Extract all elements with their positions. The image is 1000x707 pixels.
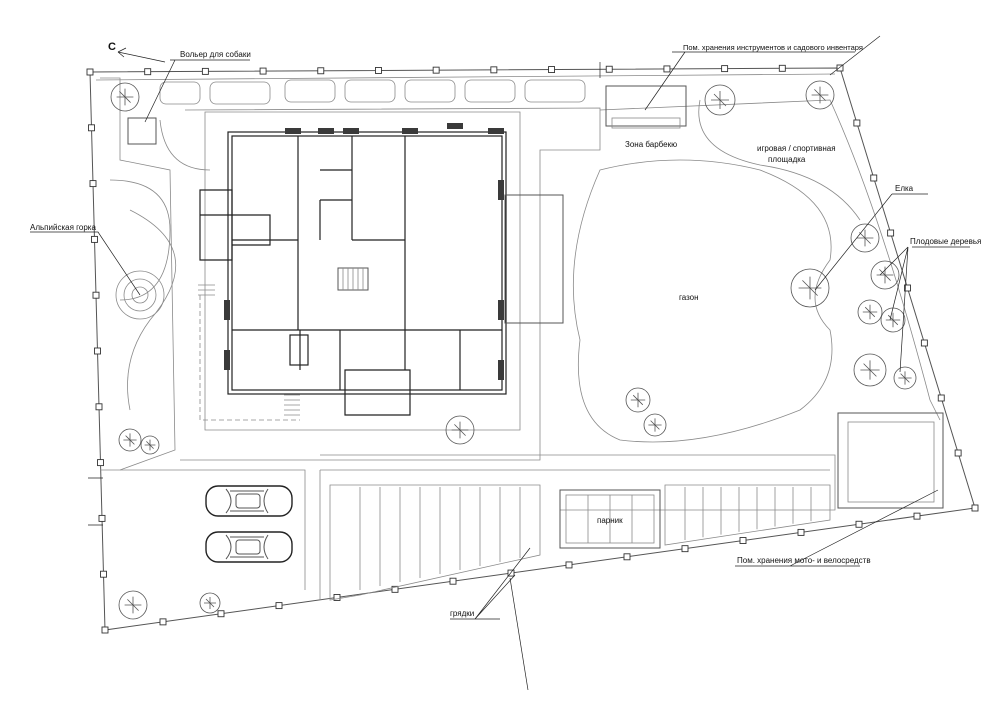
tree-icon bbox=[625, 387, 651, 413]
fence-post bbox=[954, 449, 962, 457]
fence-post bbox=[855, 520, 863, 528]
fence-post bbox=[548, 66, 555, 73]
fence-post bbox=[623, 553, 631, 561]
fence-post bbox=[275, 602, 283, 610]
fence-post bbox=[101, 626, 109, 634]
fence-post bbox=[971, 504, 979, 512]
tree-icon bbox=[893, 366, 917, 390]
fence-post bbox=[663, 65, 671, 73]
fence-post bbox=[449, 577, 457, 585]
fence-post bbox=[778, 64, 786, 72]
tree-icon bbox=[643, 413, 667, 437]
fence-post bbox=[89, 180, 97, 188]
label-fruit-trees: Плодовые деревья bbox=[910, 237, 981, 246]
tree-icon bbox=[118, 428, 142, 452]
label-play-area-1: игровая / спортивная bbox=[757, 144, 836, 153]
fence-post bbox=[739, 537, 747, 544]
tree-icon bbox=[790, 268, 830, 308]
fence-post bbox=[937, 394, 945, 402]
tree-icon bbox=[857, 299, 883, 325]
fence-post bbox=[259, 67, 267, 75]
fence-post bbox=[853, 119, 861, 127]
tree-icon bbox=[118, 590, 148, 620]
bike-storage bbox=[837, 412, 944, 509]
fence-post bbox=[836, 64, 844, 72]
fence-post bbox=[375, 67, 382, 74]
fence-post bbox=[86, 68, 94, 76]
plan-labels: Вольер для собаки Пом. хранения инструме… bbox=[30, 43, 981, 618]
fence-post bbox=[904, 284, 911, 292]
fence-post bbox=[681, 545, 689, 553]
fence-post bbox=[721, 65, 729, 73]
fence-post bbox=[91, 235, 98, 243]
label-bbq-zone: Зона барбекю bbox=[625, 140, 677, 149]
fence-post bbox=[432, 66, 440, 74]
label-tool-storage: Пом. хранения инструментов и садового ин… bbox=[683, 43, 863, 52]
leader-lines bbox=[30, 35, 970, 691]
fence-post bbox=[913, 512, 921, 520]
hedge-row bbox=[159, 79, 586, 105]
fence-post bbox=[94, 347, 101, 355]
tree-icon bbox=[853, 353, 887, 387]
fence-post bbox=[97, 459, 104, 467]
fence-post bbox=[159, 618, 167, 626]
fence-post bbox=[490, 66, 498, 74]
fence-post bbox=[95, 403, 103, 411]
fence-post bbox=[317, 67, 325, 75]
label-alpine-hill: Альпийская горка bbox=[30, 223, 96, 232]
fence-post bbox=[870, 174, 878, 182]
tree-icon bbox=[870, 260, 900, 290]
alpine-hill bbox=[115, 270, 165, 320]
label-play-area-2: площадка bbox=[768, 155, 806, 164]
tree-icon bbox=[445, 415, 475, 445]
fence-post bbox=[201, 67, 209, 75]
car-icon bbox=[205, 485, 293, 517]
house-floor-plan bbox=[198, 123, 564, 421]
fence-post bbox=[920, 339, 928, 347]
fence-post bbox=[797, 528, 805, 536]
fence-post bbox=[98, 514, 106, 522]
label-garden-beds: грядки bbox=[450, 609, 474, 618]
car-icon bbox=[205, 531, 293, 563]
tree-icon bbox=[704, 84, 736, 116]
label-bike-storage: Пом. хранения мото- и велосредств bbox=[737, 556, 871, 565]
fence-post bbox=[565, 561, 573, 569]
fence-post bbox=[144, 68, 152, 76]
fence-post bbox=[88, 124, 95, 132]
fence-post bbox=[333, 594, 341, 601]
tree-icon bbox=[110, 82, 140, 112]
label-greenhouse: парник bbox=[597, 516, 623, 525]
label-lawn: газон bbox=[679, 293, 699, 302]
greenhouse bbox=[559, 489, 661, 549]
arrow-left-icon bbox=[117, 51, 166, 63]
fence-post bbox=[391, 585, 399, 593]
label-dog-enclosure: Вольер для собаки bbox=[180, 50, 251, 59]
label-spruce: Елка bbox=[895, 184, 914, 193]
dog-enclosure bbox=[127, 117, 157, 145]
fence-post bbox=[217, 610, 225, 618]
fence-post bbox=[887, 229, 895, 237]
paths bbox=[100, 77, 941, 600]
tree-icon bbox=[199, 592, 221, 614]
tree-icon bbox=[140, 435, 160, 455]
tree-icon bbox=[850, 223, 880, 253]
tool-storage bbox=[605, 85, 687, 129]
fence-post bbox=[100, 570, 107, 578]
fence-post bbox=[92, 291, 100, 299]
tree-icon bbox=[110, 80, 917, 620]
stair bbox=[337, 267, 369, 291]
garden-beds bbox=[329, 484, 831, 601]
fence-post bbox=[605, 65, 613, 73]
north-label: С bbox=[108, 41, 116, 53]
lawn-area bbox=[572, 159, 833, 443]
tree-icon bbox=[805, 80, 835, 110]
north-arrow: С bbox=[108, 41, 166, 63]
